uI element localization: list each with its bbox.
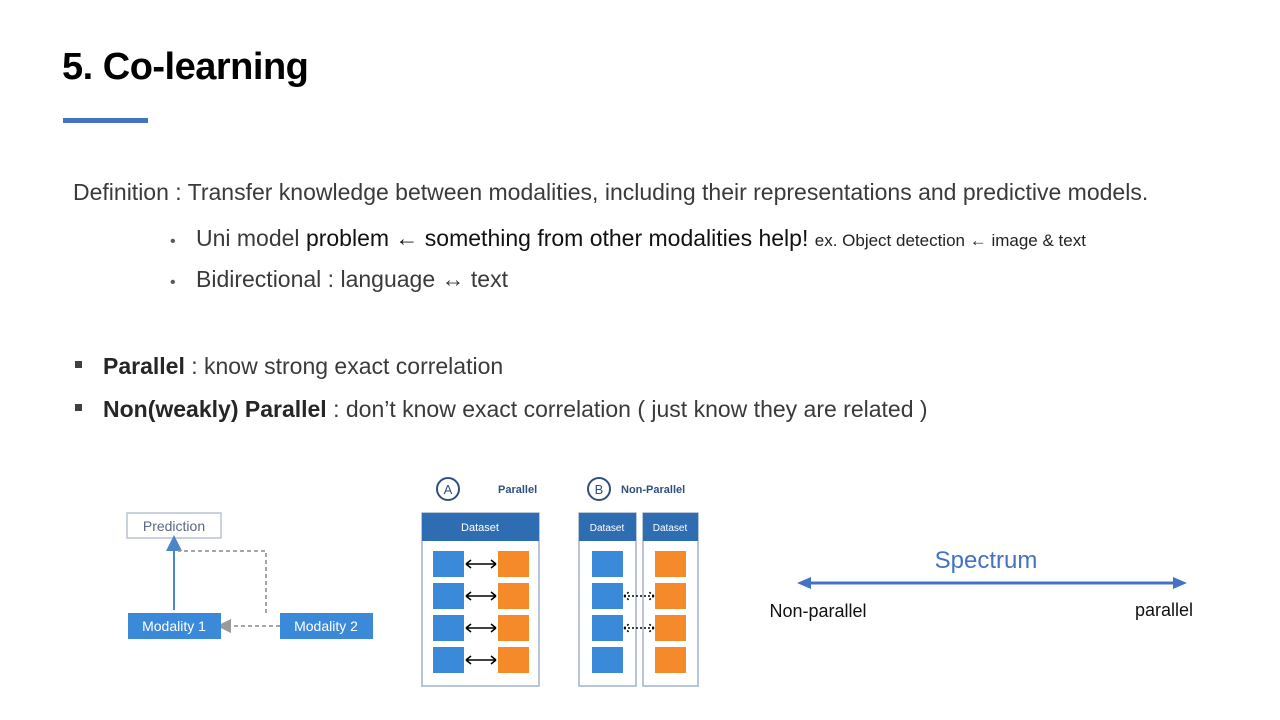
modality1-box: [128, 613, 221, 639]
sub-bullet-uni-model: • Uni model problem ← something from oth…: [170, 225, 1086, 252]
orange-sample: [498, 551, 529, 577]
dataset-label-left: Dataset: [590, 523, 625, 534]
badge-a-icon: [436, 477, 460, 501]
slide-title: 5. Co-learning: [62, 46, 309, 88]
spectrum-left-arrowhead-icon: [797, 577, 811, 589]
spectrum-right-arrowhead-icon: [1173, 577, 1187, 589]
help-text: something from other modalities help!: [418, 225, 809, 251]
orange-sample: [655, 615, 686, 641]
badge-a-label: A: [444, 482, 453, 497]
badge-b-icon: [587, 477, 611, 501]
orange-sample: [498, 615, 529, 641]
sub-bullet-bidirectional: • Bidirectional : language ↔ text: [170, 266, 508, 293]
bullet-dot: •: [170, 274, 176, 291]
left-arrow-icon: ←: [395, 225, 419, 251]
blue-sample: [592, 647, 623, 673]
blue-sample: [592, 583, 623, 609]
definition-line: Definition : Transfer knowledge between …: [73, 179, 1148, 206]
dataset-header-right: [643, 513, 698, 541]
double-arrow-icon: [465, 655, 497, 665]
example-note: ex. Object detection ← image & text: [815, 231, 1086, 250]
prediction-label: Prediction: [143, 518, 205, 534]
blue-sample: [433, 615, 464, 641]
double-arrow-icon: [465, 623, 497, 633]
blue-sample: [433, 551, 464, 577]
nonparallel-title: Non-Parallel: [621, 484, 685, 496]
modality2-dashed-path: [178, 550, 267, 613]
double-arrow-icon: [465, 591, 497, 601]
spectrum-label: Spectrum: [935, 547, 1038, 574]
prediction-box: [126, 512, 222, 539]
title-underline: [63, 118, 148, 123]
square-bullet-icon: [75, 361, 82, 369]
point-parallel-bold: Parallel: [103, 353, 185, 379]
modality2-box: [280, 613, 373, 639]
point-nonparallel: Non(weakly) Parallel : don’t know exact …: [75, 396, 928, 423]
dataset-header-left: [579, 513, 636, 541]
parallel-rows: [433, 551, 529, 673]
point-parallel-text: : know strong exact correlation: [184, 353, 504, 379]
spectrum-right-label: parallel: [1135, 600, 1193, 620]
dataset-label: Dataset: [461, 522, 499, 534]
bullet-dot: •: [170, 233, 176, 250]
definition-label: Definition :: [73, 179, 188, 205]
point-parallel: Parallel : know strong exact correlation: [75, 353, 503, 380]
blue-sample: [433, 647, 464, 673]
spectrum-diagram: Spectrum Non-parallel parallel: [769, 547, 1193, 621]
problem-text: problem: [305, 225, 396, 251]
blue-sample: [592, 615, 623, 641]
example-note-prefix: ex. Object detection: [814, 231, 970, 250]
dashed-double-arrow-icon: [623, 591, 655, 601]
badge-b-label: B: [595, 482, 604, 497]
double-arrow-icon: [465, 559, 497, 569]
nonparallel-dataset-diagram: B Non-Parallel Dataset Dataset: [578, 477, 699, 687]
orange-sample: [655, 647, 686, 673]
dashed-double-arrow-icon: [623, 623, 655, 633]
orange-sample: [498, 647, 529, 673]
dataset-label-right: Dataset: [653, 523, 688, 534]
orange-sample: [655, 583, 686, 609]
definition-text: Transfer knowledge between modalities, i…: [187, 179, 1149, 205]
example-note-suffix: image & text: [986, 231, 1086, 250]
orange-sample: [498, 583, 529, 609]
co-learning-modality-diagram: Prediction Modality 1 Modality 2: [126, 512, 373, 639]
parallel-title: Parallel: [498, 484, 537, 496]
bidirectional-text: Bidirectional : language ↔ text: [196, 266, 508, 292]
left-arrow-icon: ←: [969, 231, 987, 250]
nonparallel-rows: [592, 551, 686, 673]
blue-sample: [433, 583, 464, 609]
modality2-label: Modality 2: [294, 618, 358, 634]
spectrum-left-label: Non-parallel: [769, 601, 866, 621]
dataset-header: [422, 513, 539, 541]
modality1-label: Modality 1: [142, 618, 206, 634]
point-nonparallel-bold: Non(weakly) Parallel: [103, 396, 327, 422]
square-bullet-icon: [75, 404, 82, 412]
parallel-dataset-diagram: A Parallel Dataset: [421, 477, 540, 687]
point-nonparallel-text: : don’t know exact correlation ( just kn…: [326, 396, 928, 422]
orange-sample: [655, 551, 686, 577]
uni-model-text: Uni model: [196, 225, 306, 251]
blue-sample: [592, 551, 623, 577]
